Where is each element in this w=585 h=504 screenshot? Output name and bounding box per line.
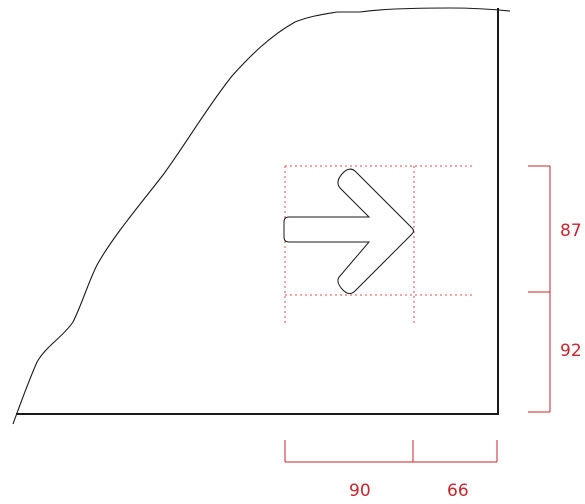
horizontal-dimension: [284, 440, 498, 463]
guide-lines: [284, 165, 473, 326]
dimension-label-right: 66: [447, 481, 469, 501]
wall-outline: [12, 7, 511, 425]
arrow-right-icon: [283, 168, 414, 295]
dimension-label-upper: 87: [560, 221, 582, 241]
vertical-dimension: [528, 165, 551, 413]
dimension-label-lower: 92: [560, 341, 582, 361]
dimension-label-left: 90: [349, 481, 371, 501]
